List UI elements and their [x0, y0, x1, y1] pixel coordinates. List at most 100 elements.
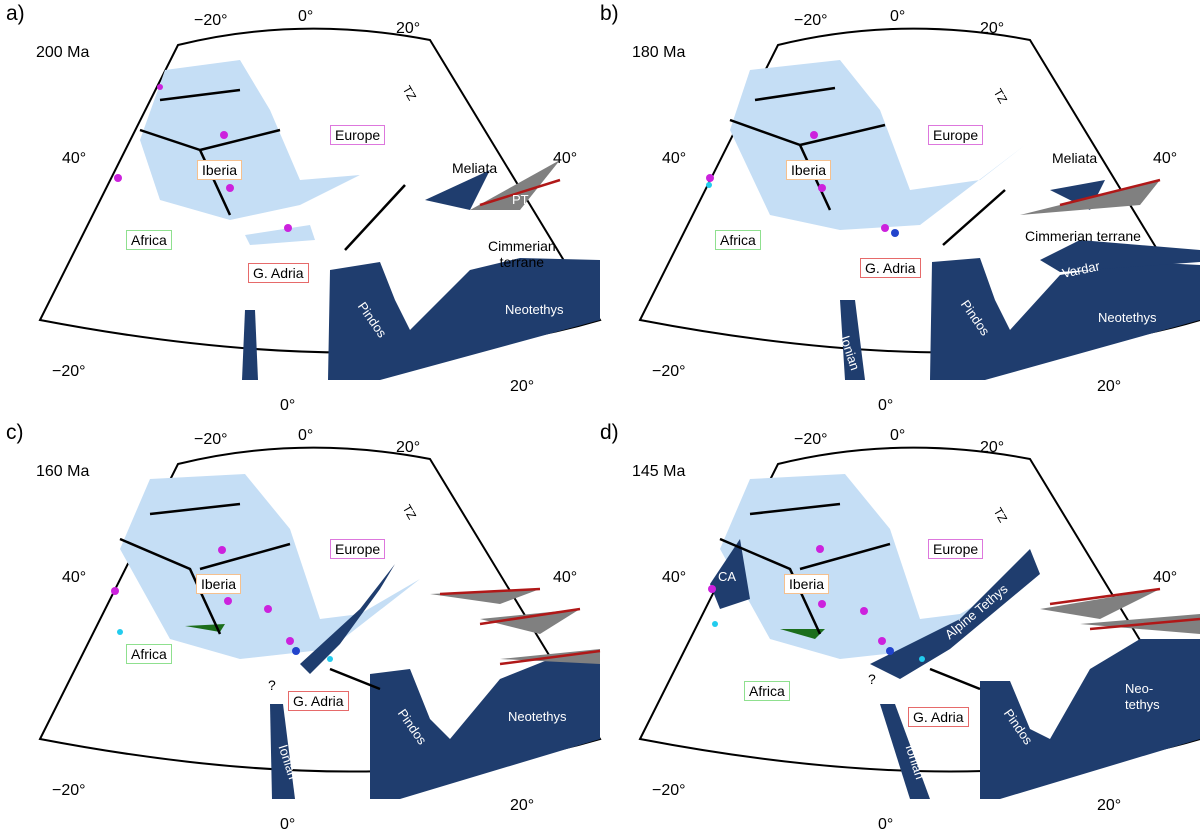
label-europe: Europe — [330, 125, 386, 145]
tick-label: −20° — [194, 12, 228, 29]
sample-dot — [878, 637, 886, 645]
tick-label: −20° — [652, 782, 686, 799]
tick-label: 20° — [1097, 378, 1122, 395]
tick-label: 20° — [1097, 797, 1122, 814]
label-meliata: Meliata — [452, 160, 498, 176]
map-svg — [38, 446, 602, 799]
label-question: ? — [868, 671, 876, 687]
sample-dot — [226, 184, 234, 192]
ocean-alpine — [300, 564, 395, 674]
label-africa: Africa — [126, 230, 172, 250]
label-adria: G. Adria — [248, 263, 309, 283]
sample-dot — [810, 131, 818, 139]
panel-letter: b) — [600, 2, 619, 25]
shelf-ia — [140, 60, 410, 220]
suture-red — [1059, 178, 1161, 207]
shelf-ia — [120, 474, 420, 659]
tick-label: 0° — [878, 816, 894, 833]
label-question: ? — [268, 677, 276, 693]
sample-dot — [286, 637, 294, 645]
tick-label: −20° — [794, 12, 828, 29]
sample-dot — [919, 656, 925, 662]
tick-label: 20° — [980, 439, 1005, 456]
label-adria: G. Adria — [288, 691, 349, 711]
label-iberia: Iberia — [784, 574, 830, 594]
tick-label: 0° — [298, 8, 314, 25]
tick-label: 40° — [62, 150, 87, 167]
pt-terrane — [470, 160, 560, 210]
sample-dot — [114, 174, 122, 182]
tick-label: 0° — [280, 397, 296, 414]
label-europe: Europe — [928, 125, 984, 145]
tick-label: −20° — [52, 782, 86, 799]
ocean-vardar — [1040, 240, 1200, 272]
sample-dot — [327, 656, 333, 662]
label-cimmerian: Cimmerian terrane — [1025, 228, 1141, 244]
gray-terrane — [1040, 589, 1160, 619]
sample-dot — [706, 174, 714, 182]
tick-label: −20° — [652, 363, 686, 380]
tick-label: 0° — [280, 816, 296, 833]
shelf-ia — [720, 474, 1020, 659]
map-svg — [38, 27, 602, 380]
sample-dot — [818, 600, 826, 608]
sample-dot — [292, 647, 300, 655]
label-iberia: Iberia — [786, 160, 832, 180]
sample-dot — [818, 184, 826, 192]
sample-dot — [224, 597, 232, 605]
sample-dot — [111, 587, 119, 595]
tick-label: 40° — [662, 150, 687, 167]
ocean-ionian — [270, 704, 295, 799]
ocean-ca — [710, 539, 750, 609]
map-panel-d: d) 145 Ma −20° 0° 20° 40° 40° −20° 0° 20… — [600, 419, 1200, 839]
tick-label: 40° — [62, 569, 87, 586]
label-ca: CA — [718, 569, 737, 584]
map-panel-a: a) 200 Ma −20° 0° 20° 40° 40° −20° 0° 20… — [0, 0, 602, 420]
sample-dot — [218, 546, 226, 554]
sample-dot — [157, 84, 163, 90]
tick-label: 0° — [298, 427, 314, 444]
label-neotethys: Neo- tethys — [1125, 681, 1160, 712]
map-svg — [638, 27, 1200, 380]
sample-dot — [284, 224, 292, 232]
sample-dot — [860, 607, 868, 615]
tick-label: 0° — [890, 427, 906, 444]
panel-age: 200 Ma — [36, 44, 90, 61]
map-panel-c: c) 160 Ma −20° 0° 20° 40° 40° −20° 0° 20… — [0, 419, 602, 839]
sample-dot — [264, 605, 272, 613]
ocean-pindos — [930, 258, 1200, 380]
label-europe: Europe — [330, 539, 386, 559]
fault-line — [729, 86, 1006, 246]
ocean-alpine — [870, 549, 1040, 679]
sample-dot — [816, 545, 824, 553]
map-panel-b: b) 180 Ma −20° 0° 20° 40° 40° −20° 0° 20… — [600, 0, 1200, 420]
shelf-adria — [245, 225, 315, 245]
tick-label: −20° — [794, 431, 828, 448]
label-cimmerian: Cimmerian terrane — [488, 238, 556, 270]
label-europe: Europe — [928, 539, 984, 559]
tick-label: 0° — [878, 397, 894, 414]
tick-label: 20° — [396, 439, 421, 456]
label-iberia: Iberia — [197, 160, 243, 180]
label-pt: PT — [512, 192, 529, 207]
ocean-ionian — [840, 300, 865, 380]
sample-dot — [220, 131, 228, 139]
label-africa: Africa — [744, 681, 790, 701]
sample-dot — [891, 229, 899, 237]
shelf-ia — [730, 60, 1025, 230]
tick-label: 20° — [980, 20, 1005, 37]
ocean-meliata — [425, 170, 490, 210]
panel-letter: a) — [6, 2, 25, 25]
ocean-ionian — [880, 704, 930, 799]
sample-dot — [712, 621, 718, 627]
ocean-pindos — [980, 639, 1200, 799]
suture-red — [479, 178, 561, 207]
label-iberia: Iberia — [196, 574, 242, 594]
panel-age: 145 Ma — [632, 463, 686, 480]
label-adria: G. Adria — [908, 707, 969, 727]
ocean-pindos — [370, 659, 600, 799]
sample-dot — [117, 629, 123, 635]
suture-red — [439, 587, 601, 666]
tick-label: 40° — [1153, 569, 1178, 586]
tick-label: 40° — [553, 569, 578, 586]
